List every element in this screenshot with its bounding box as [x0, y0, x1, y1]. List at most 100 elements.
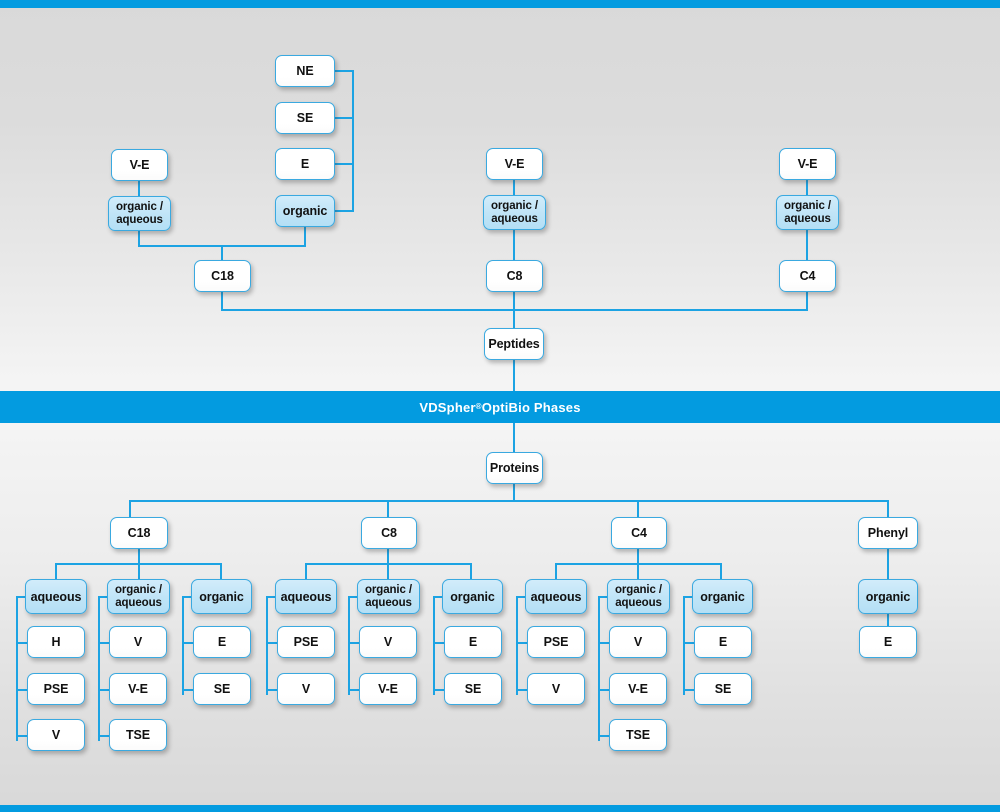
node-c8-organic-head[interactable]: organic	[442, 579, 503, 614]
node-label: V	[51, 728, 61, 742]
node-c8-organic-item-1[interactable]: SE	[444, 673, 502, 705]
node-c8-organic-aqueous-head[interactable]: organic /aqueous	[357, 579, 420, 614]
node-proteins[interactable]: Proteins	[486, 452, 543, 484]
node-top-c18-ve[interactable]: V-E	[111, 149, 168, 181]
connector-c8-aqueous-item1-stub	[266, 689, 277, 691]
connector-top-organic-stub	[335, 210, 354, 212]
connector-top-se-stub	[335, 117, 354, 119]
node-label: V-E	[797, 157, 818, 171]
connector-top-ne-stub	[335, 70, 354, 72]
node-c18-orgaq-item-0[interactable]: V	[109, 626, 167, 658]
node-label: V-E	[378, 682, 398, 696]
node-c4-orgaq-item-2[interactable]: TSE	[609, 719, 667, 751]
node-label: aqueous	[280, 589, 332, 604]
node-c18-organic-head[interactable]: organic	[191, 579, 252, 614]
node-top-c18-organic-aqueous[interactable]: organic /aqueous	[108, 196, 171, 231]
node-c4-organic-item-1[interactable]: SE	[694, 673, 752, 705]
node-top-organic[interactable]: organic	[275, 195, 335, 227]
connector-c4-orgaq-item2-stub	[598, 735, 609, 737]
node-c18-aqueous-head[interactable]: aqueous	[25, 579, 87, 614]
node-c4-organic-item-0[interactable]: E	[694, 626, 752, 658]
connector-c4-orgaq-item0-stub	[598, 642, 609, 644]
node-c4-aqueous-item-1[interactable]: V	[527, 673, 585, 705]
node-label: V	[133, 635, 143, 649]
connector-proteins-rail	[129, 500, 889, 502]
node-c8-orgaq-item-0[interactable]: V	[359, 626, 417, 658]
node-c18-aqueous-item-0[interactable]: H	[27, 626, 85, 658]
node-label: organic	[865, 589, 911, 604]
node-c18-orgaq-item-1[interactable]: V-E	[109, 673, 167, 705]
node-top-c8-ve[interactable]: V-E	[486, 148, 543, 180]
connector-phenyl-organic-to-e	[887, 614, 889, 626]
connector-c18-to-peptides-rail	[221, 292, 223, 310]
node-c4-orgaq-item-1[interactable]: V-E	[609, 673, 667, 705]
node-label: Peptides	[488, 337, 540, 351]
node-top-ne[interactable]: NE	[275, 55, 335, 87]
node-c8-orgaq-item-1[interactable]: V-E	[359, 673, 417, 705]
node-c18-organic-item-0[interactable]: E	[193, 626, 251, 658]
node-bottom-c8[interactable]: C8	[361, 517, 417, 549]
node-label: C18	[211, 269, 234, 283]
connector-rail-to-phenyl	[887, 500, 889, 517]
connector-c4-orgaq-head-stub	[598, 596, 609, 598]
node-label: organic	[700, 589, 745, 604]
node-c4-orgaq-item-0[interactable]: V	[609, 626, 667, 658]
connector-c8-orgaq-item1-stub	[348, 689, 359, 691]
connector-c18-organic-head-stub	[182, 596, 193, 598]
node-peptides[interactable]: Peptides	[484, 328, 544, 360]
banner-title: VDSpher® OptiBio Phases	[0, 391, 1000, 423]
node-label: V	[301, 682, 311, 696]
node-label: organic	[450, 589, 495, 604]
node-c4-aqueous-head[interactable]: aqueous	[525, 579, 587, 614]
node-top-c4[interactable]: C4	[779, 260, 836, 292]
connector-c18-aqueous-spine	[16, 596, 18, 741]
connector-c8-to-orgaq	[387, 563, 389, 580]
node-label: E	[883, 635, 893, 649]
node-phenyl-organic-head[interactable]: organic	[858, 579, 918, 614]
node-c18-organic-aqueous-head[interactable]: organic /aqueous	[107, 579, 170, 614]
node-label: SE	[213, 682, 231, 696]
node-c18-aqueous-item-1[interactable]: PSE	[27, 673, 85, 705]
connector-c8-to-organic	[470, 563, 472, 580]
node-c8-aqueous-head[interactable]: aqueous	[275, 579, 337, 614]
node-bottom-c4[interactable]: C4	[611, 517, 667, 549]
node-c18-aqueous-item-2[interactable]: V	[27, 719, 85, 751]
connector-rail-to-c4	[637, 500, 639, 517]
node-top-c18[interactable]: C18	[194, 260, 251, 292]
node-bottom-c18[interactable]: C18	[110, 517, 168, 549]
node-label: V-E	[128, 682, 148, 696]
node-c4-organic-aqueous-head[interactable]: organic /aqueous	[607, 579, 670, 614]
node-c4-organic-head[interactable]: organic	[692, 579, 753, 614]
node-top-c4-organic-aqueous[interactable]: organic /aqueous	[776, 195, 839, 230]
connector-c18-aqueous-item0-stub	[16, 642, 27, 644]
top-accent-strip	[0, 0, 1000, 8]
node-top-c4-ve[interactable]: V-E	[779, 148, 836, 180]
node-bottom-phenyl[interactable]: Phenyl	[858, 517, 918, 549]
connector-peptides-drop	[513, 309, 515, 329]
node-c8-aqueous-item-1[interactable]: V	[277, 673, 335, 705]
node-top-e[interactable]: E	[275, 148, 335, 180]
node-label: aqueous	[530, 589, 582, 604]
node-top-c8-organic-aqueous[interactable]: organic /aqueous	[483, 195, 546, 230]
node-label: E	[718, 635, 728, 649]
connector-proteins-drop	[513, 484, 515, 501]
node-label: V-E	[129, 158, 150, 172]
node-label: organic /aqueous	[783, 199, 832, 225]
bottom-accent-strip	[0, 805, 1000, 812]
node-c8-aqueous-item-0[interactable]: PSE	[277, 626, 335, 658]
node-c18-orgaq-item-2[interactable]: TSE	[109, 719, 167, 751]
node-label: PSE	[543, 635, 569, 649]
connector-peptides-to-banner	[513, 360, 515, 392]
connector-c4-drop	[637, 549, 639, 564]
node-c4-aqueous-item-0[interactable]: PSE	[527, 626, 585, 658]
connector-c18-to-aqueous	[55, 563, 57, 580]
node-c8-organic-item-0[interactable]: E	[444, 626, 502, 658]
connector-c18-organic-spine	[182, 596, 184, 695]
node-top-se[interactable]: SE	[275, 102, 335, 134]
node-phenyl-organic-item-0[interactable]: E	[859, 626, 917, 658]
node-label: PSE	[43, 682, 69, 696]
node-top-c8[interactable]: C8	[486, 260, 543, 292]
node-c18-organic-item-1[interactable]: SE	[193, 673, 251, 705]
node-label: E	[300, 157, 310, 171]
